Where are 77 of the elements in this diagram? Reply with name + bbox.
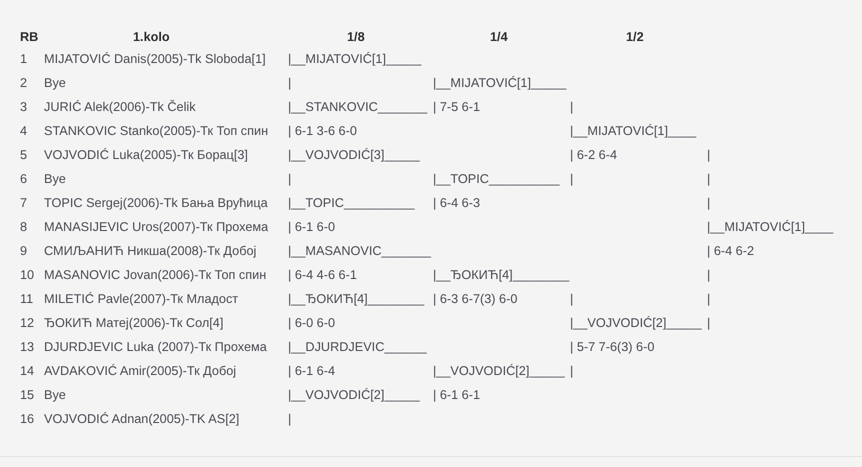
bracket-entry: | 6-1 6-1: [433, 387, 480, 404]
player-entry: AVDAKOVIĆ Amir(2005)-Тк Добој: [44, 363, 236, 380]
row-number: 16: [20, 411, 34, 428]
bracket-entry: |: [288, 74, 292, 91]
bracket-entry: |__MIJATOVIĆ[1]____: [707, 218, 834, 235]
player-entry: Bye: [44, 170, 66, 187]
bracket-entry: |__MIJATOVIĆ[1]____: [570, 122, 696, 139]
bracket-entry: |__VOJVODIĆ[2]_____: [433, 363, 565, 380]
row-number: 1: [20, 50, 28, 66]
player-entry: Bye: [44, 74, 66, 91]
row-number: 11: [20, 291, 34, 307]
player-entry: STANKOVIC Stanko(2005)-Тк Топ спин: [44, 122, 268, 139]
player-entry: MANASIJEVIC Uros(2007)-Тк Прохема: [44, 218, 268, 235]
row-number: 12: [20, 315, 34, 332]
column-header: 1.kolo: [133, 28, 170, 44]
player-entry: Bye: [44, 387, 66, 404]
column-header: 1/4: [490, 28, 508, 44]
row-number: 10: [20, 266, 34, 283]
bracket-entry: |: [288, 411, 292, 428]
bracket-entry: |: [707, 291, 710, 307]
bracket-entry: |: [707, 194, 710, 211]
row-number: 2: [20, 74, 28, 91]
bracket-entry: |: [707, 315, 710, 332]
row-number: 15: [20, 387, 34, 404]
player-entry: MILETIĆ Pavle(2007)-Тк Младост: [44, 291, 238, 307]
bracket-entry: |: [570, 291, 574, 307]
bracket-entry: |: [570, 170, 574, 187]
bracket-entry: |__MIJATOVIĆ[1]_____: [433, 74, 566, 91]
bracket-entry: | 6-0 6-0: [288, 315, 336, 332]
bracket-entry: | 6-1 6-4: [288, 363, 336, 380]
bracket-entry: |__MASANOVIC_______: [288, 242, 431, 259]
row-number: 8: [20, 218, 28, 235]
bracket-entry: |: [570, 98, 574, 115]
row-number: 7: [20, 194, 28, 211]
row-number: 14: [20, 363, 34, 380]
bracket-entry: | 6-1 6-0: [288, 218, 336, 235]
row-number: 3: [20, 98, 28, 115]
player-entry: VOJVODIĆ Luka(2005)-Тк Борац[3]: [44, 146, 248, 163]
bracket-entry: |__DJURDJEVIC______: [288, 339, 427, 356]
player-entry: VOJVODIĆ Adnan(2005)-TK AS[2]: [44, 411, 240, 428]
player-entry: MIJATOVIĆ Danis(2005)-Tk Sloboda[1]: [44, 50, 266, 66]
bracket-entry: | 6-2 6-4: [570, 146, 618, 163]
player-entry: TOPIC Sergej(2006)-Tk Бања Врућица: [44, 194, 268, 211]
player-entry: MASANOVIC Jovan(2006)-Тк Топ спин: [44, 266, 266, 283]
bracket-entry: | 6-3 6-7(3) 6-0: [433, 291, 518, 307]
player-entry: JURIĆ Alek(2006)-Tk Čelik: [44, 98, 196, 115]
bracket-entry: |: [707, 146, 710, 163]
bracket-entry: |__VOJVODIĆ[3]_____: [288, 146, 420, 163]
bracket-entry: | 7-5 6-1: [433, 98, 480, 115]
bracket-entry: | 5-7 7-6(3) 6-0: [570, 339, 654, 356]
bracket-entry: |__MIJATOVIĆ[1]_____: [288, 50, 422, 66]
bracket-entry: |__VOJVODIĆ[2]_____: [288, 387, 420, 404]
bracket-entry: |__ЂОКИЋ[4]________: [433, 266, 570, 283]
bracket-entry: |: [288, 170, 292, 187]
row-number: 6: [20, 170, 28, 187]
bracket-entry: |__STANKOVIC_______: [288, 98, 428, 115]
row-number: 4: [20, 122, 28, 139]
bracket-entry: | 6-4 4-6 6-1: [288, 266, 357, 283]
player-entry: СМИЉАНИЋ Никша(2008)-Тк Добој: [44, 242, 256, 259]
bracket-entry: |__TOPIC__________: [288, 194, 415, 211]
column-header: 1/2: [626, 28, 644, 44]
bracket-entry: |__TOPIC__________: [433, 170, 560, 187]
bracket-entry: |__VOJVODIĆ[2]_____: [570, 315, 702, 332]
row-number: 9: [20, 242, 28, 259]
bracket-entry: |: [707, 170, 710, 187]
bracket-entry: | 6-4 6-2: [707, 242, 754, 259]
column-header: 1/8: [347, 28, 365, 44]
row-number: 13: [20, 339, 34, 356]
player-entry: DJURDJEVIC Luka (2007)-Тк Прохема: [44, 339, 267, 356]
column-header: RB: [20, 28, 38, 44]
row-number: 5: [20, 146, 28, 163]
bracket-entry: | 6-1 3-6 6-0: [288, 122, 357, 139]
player-entry: ЂОКИЋ Матеј(2006)-Тк Сол[4]: [44, 315, 224, 332]
bracket-entry: |__ЂОКИЋ[4]________: [288, 291, 424, 307]
bracket-entry: | 6-4 6-3: [433, 194, 480, 211]
bracket-entry: |: [707, 266, 710, 283]
bracket-entry: |: [570, 363, 574, 380]
